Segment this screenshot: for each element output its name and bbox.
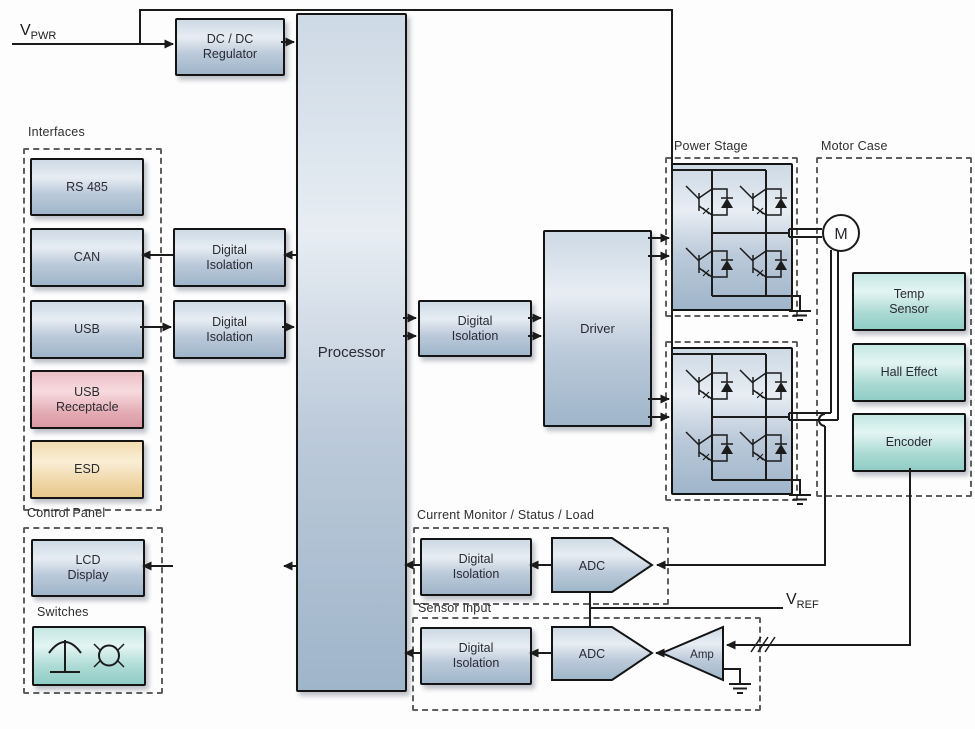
motor-case-group-label: Motor Case xyxy=(821,139,888,153)
vpwr-sub: PWR xyxy=(30,30,57,42)
sensor-input-group-box xyxy=(412,617,761,711)
dcdc-regulator-label: DC / DC Regulator xyxy=(202,32,258,61)
power-bridge-bottom-block xyxy=(671,347,793,495)
vref-label: VREF xyxy=(786,591,819,611)
encoder-block: Encoder xyxy=(852,413,966,472)
vpwr-base: V xyxy=(20,22,31,39)
power-stage-group-label: Power Stage xyxy=(674,139,748,153)
rs485-label: RS 485 xyxy=(66,179,108,194)
temp-sensor-label: Temp Sensor xyxy=(889,286,929,316)
can-label: CAN xyxy=(73,250,101,264)
usb-block: USB xyxy=(30,300,144,359)
current-monitor-group-box xyxy=(413,527,669,605)
power-bridge-top-block xyxy=(671,163,793,311)
vpwr-label: VPWR xyxy=(20,22,56,42)
driver-block: Driver xyxy=(543,230,652,427)
current-monitor-group-label: Current Monitor / Status / Load xyxy=(417,508,595,522)
switches-label: Switches xyxy=(37,605,89,619)
digital-isolation-usb-block: Digital Isolation xyxy=(173,300,286,359)
can-block: CAN xyxy=(30,228,144,287)
digital-isolation-current-monitor-block: Digital Isolation xyxy=(420,538,532,596)
digital-isolation-label: Digital Isolation xyxy=(452,552,500,581)
digital-isolation-sensor-input-block: Digital Isolation xyxy=(420,627,532,685)
control-panel-group-box xyxy=(23,527,163,694)
vref-base: V xyxy=(786,591,797,608)
interfaces-group-label: Interfaces xyxy=(28,125,85,139)
digital-isolation-label: Digital Isolation xyxy=(451,313,499,343)
vref-sub: REF xyxy=(796,599,819,611)
digital-isolation-can-block: Digital Isolation xyxy=(173,228,286,287)
hall-effect-block: Hall Effect xyxy=(852,343,966,402)
digital-isolation-label: Digital Isolation xyxy=(206,242,253,272)
digital-isolation-driver-block: Digital Isolation xyxy=(418,300,532,357)
lcd-display-label: LCD Display xyxy=(67,553,109,582)
hall-effect-label: Hall Effect xyxy=(880,365,938,379)
digital-isolation-label: Digital Isolation xyxy=(452,641,500,670)
encoder-label: Encoder xyxy=(885,435,933,449)
esd-label: ESD xyxy=(74,462,100,476)
temp-sensor-block: Temp Sensor xyxy=(852,272,966,331)
lcd-display-block: LCD Display xyxy=(31,539,145,597)
processor-block: Processor xyxy=(296,13,407,692)
usb-label: USB xyxy=(74,322,100,336)
processor-label: Processor xyxy=(317,343,386,361)
esd-block: ESD xyxy=(30,440,144,499)
switches-block xyxy=(32,626,146,686)
sensor-input-group-label: Sensor Input xyxy=(418,601,492,615)
control-panel-group-label: Control Panel xyxy=(27,506,106,520)
usb-receptacle-label: USB Receptacle xyxy=(56,384,119,414)
rs485-block: RS 485 xyxy=(30,158,144,216)
usb-receptacle-block: USB Receptacle xyxy=(30,370,144,429)
dcdc-regulator-block: DC / DC Regulator xyxy=(175,18,285,76)
driver-label: Driver xyxy=(580,320,615,336)
digital-isolation-label: Digital Isolation xyxy=(206,314,253,344)
